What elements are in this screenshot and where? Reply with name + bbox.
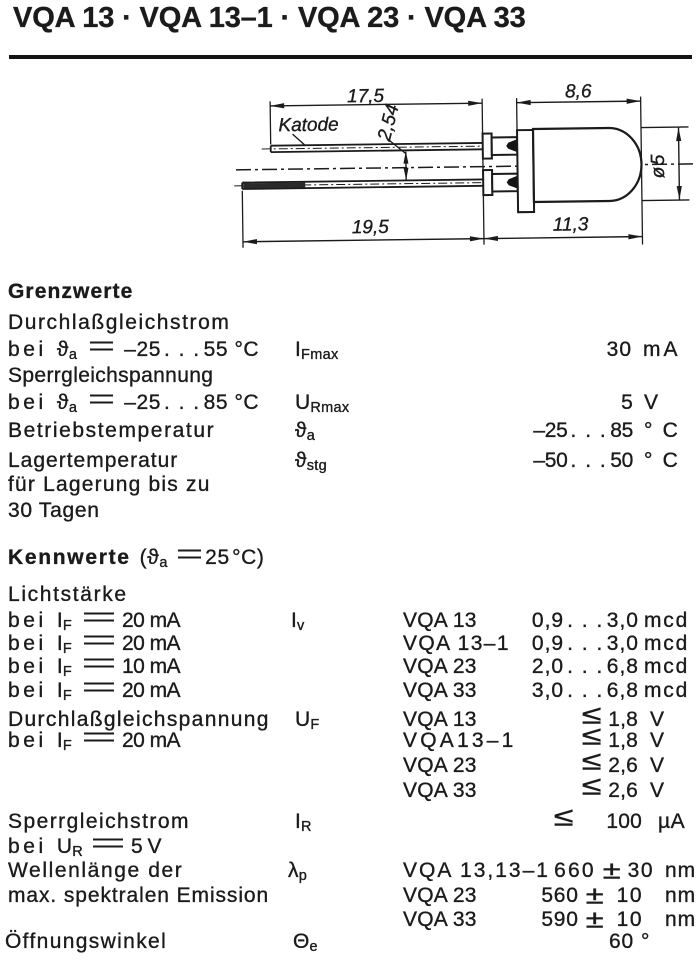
svg-text:ø5: ø5: [648, 153, 669, 178]
svg-text:11,3: 11,3: [553, 214, 589, 235]
svg-text:2,54: 2,54: [374, 102, 404, 144]
svg-text:17,5: 17,5: [347, 86, 385, 107]
svg-text:Katode: Katode: [278, 115, 339, 137]
svg-text:8,6: 8,6: [565, 81, 592, 102]
svg-text:19,5: 19,5: [352, 217, 390, 238]
